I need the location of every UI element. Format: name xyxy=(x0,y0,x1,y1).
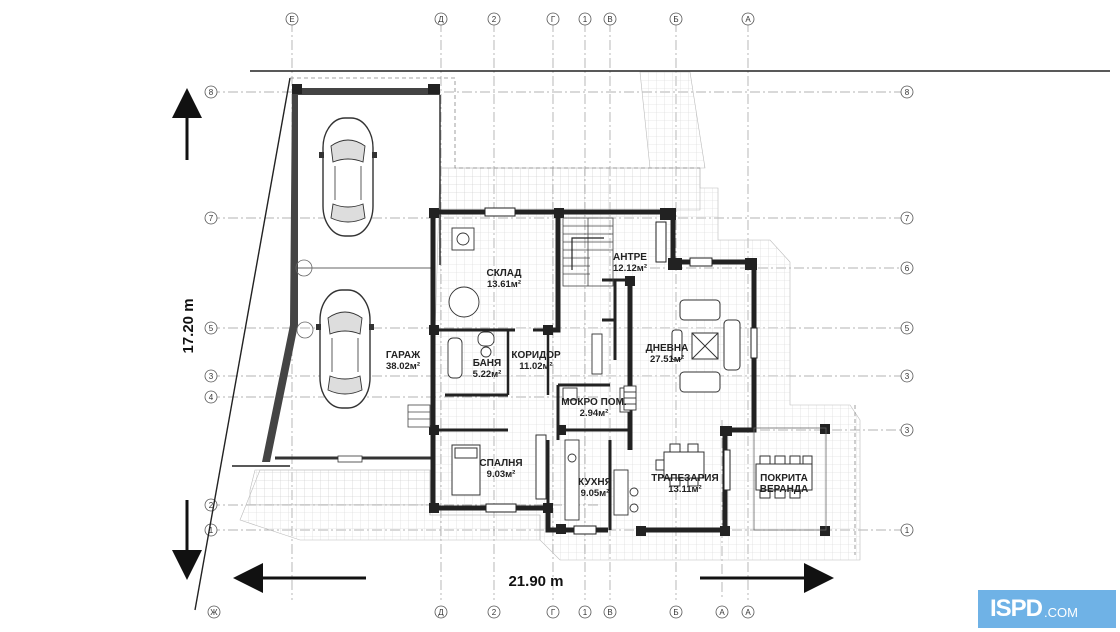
veranda-frame xyxy=(753,427,827,531)
room-area-bedroom: 9.03м² xyxy=(487,469,516,480)
coffee-table-icon xyxy=(691,332,719,360)
car-icon xyxy=(316,289,374,409)
axis-label-left-5: 4 xyxy=(209,393,214,402)
room-name-storage: СКЛАД xyxy=(486,268,521,279)
axis-label-right-5: 3 xyxy=(905,372,910,381)
kitchen-counter xyxy=(564,439,639,521)
room-name-bedroom: СПАЛНЯ xyxy=(479,458,522,469)
axis-markers-bottom xyxy=(207,605,755,619)
room-name-living: ДНЕВНА xyxy=(646,343,689,354)
axis-label-bottom-5: В xyxy=(607,608,612,617)
room-name-bath: БАНЯ xyxy=(473,358,501,369)
room-labels: ГАРАЖ 38.02м² СКЛАД 13.61м² АНТРЕ 12.12м… xyxy=(386,252,808,499)
veranda-table-icon xyxy=(755,455,813,499)
axis-label-top-2: Д xyxy=(438,15,444,24)
axis-label-bottom-3: Г xyxy=(551,608,556,617)
axis-label-bottom-4: 1 xyxy=(583,608,588,617)
room-name-corridor: КОРИДОР xyxy=(511,350,561,361)
fireplace-icon xyxy=(623,385,637,411)
plot-boundary xyxy=(194,70,1110,611)
room-name-veranda-line1: ПОКРИТА xyxy=(760,473,808,484)
axis-label-top-5: 1 xyxy=(583,15,588,24)
room-area-kitchen: 9.05м² xyxy=(581,488,610,499)
bed-icon xyxy=(451,434,547,500)
room-area-dining: 13.11м² xyxy=(668,484,701,495)
car-icon xyxy=(319,117,377,237)
logo-domain: .COM xyxy=(1044,604,1078,620)
axis-labels-top: Е Д 2 Г 1 В Б А xyxy=(289,15,751,24)
axis-label-top-6: В xyxy=(607,15,612,24)
axis-label-bottom-8: А xyxy=(745,608,751,617)
axis-markers-left xyxy=(204,85,218,537)
sofa-icon xyxy=(671,299,741,393)
axis-label-right-2: 7 xyxy=(905,214,910,223)
axis-label-left-6: 2 xyxy=(209,501,214,510)
axis-labels-left: 8 7 5 3 4 2 1 xyxy=(209,88,214,535)
room-area-utility: 2.94м² xyxy=(580,408,609,419)
plot-boundary-dashed xyxy=(290,77,856,555)
room-area-garage: 38.02м² xyxy=(386,361,420,372)
dining-table-icon xyxy=(655,443,705,487)
bath-fixtures xyxy=(447,331,495,379)
room-name-utility: МОКРО ПОМ. xyxy=(561,397,627,408)
axis-markers-top xyxy=(285,12,755,26)
axis-labels-right: 8 7 6 5 3 3 1 xyxy=(905,88,910,535)
axis-label-right-3: 6 xyxy=(905,264,910,273)
axis-label-bottom-1: Д xyxy=(438,608,444,617)
axis-label-left-3: 5 xyxy=(209,324,214,333)
axis-label-top-4: Г xyxy=(551,15,556,24)
garage-steps xyxy=(407,404,431,428)
axis-labels-bottom: Д 2 Г 1 В Б А А Ж xyxy=(210,608,751,617)
axis-label-bottom-2: 2 xyxy=(492,608,497,617)
axis-label-left-2: 7 xyxy=(209,214,214,223)
axis-label-corner: Ж xyxy=(210,608,218,617)
axis-label-bottom-6: Б xyxy=(673,608,678,617)
axis-label-top-3: 2 xyxy=(492,15,497,24)
wall-columns xyxy=(429,208,830,536)
axis-label-left-1: 8 xyxy=(209,88,214,97)
room-name-entry: АНТРЕ xyxy=(613,252,647,263)
room-area-entry: 12.12м² xyxy=(613,263,647,274)
axis-markers-right xyxy=(900,85,914,537)
room-name-garage: ГАРАЖ xyxy=(386,350,421,361)
axis-label-right-7: 1 xyxy=(905,526,910,535)
room-area-corridor: 11.02м² xyxy=(519,361,552,372)
axis-label-right-6: 3 xyxy=(905,426,910,435)
room-name-kitchen: КУХНЯ xyxy=(578,477,612,488)
axis-label-top-8: А xyxy=(745,15,751,24)
axis-label-left-7: 1 xyxy=(209,526,214,535)
dimension-arrows xyxy=(172,88,834,593)
staircase xyxy=(562,217,614,287)
room-area-living: 27.51м² xyxy=(650,354,684,365)
axis-label-top-1: Е xyxy=(289,15,294,24)
garage-structure xyxy=(262,84,441,463)
dimension-height: 17.20 m xyxy=(180,298,197,353)
room-area-storage: 13.61м² xyxy=(487,279,521,290)
axis-label-left-4: 3 xyxy=(209,372,214,381)
ispd-logo: ISPD .COM xyxy=(978,590,1116,628)
logo-mark: ISPD xyxy=(990,595,1043,622)
axis-label-right-1: 8 xyxy=(905,88,910,97)
axis-label-bottom-7: А xyxy=(719,608,725,617)
axis-label-top-7: Б xyxy=(673,15,678,24)
storage-fixtures xyxy=(448,227,480,318)
room-name-veranda-line2: ВЕРАНДА xyxy=(760,484,808,495)
dimension-width: 21.90 m xyxy=(508,573,563,590)
room-area-bath: 5.22м² xyxy=(473,369,502,380)
room-name-dining: ТРАПЕЗАРИЯ xyxy=(651,473,718,484)
windows xyxy=(484,207,758,535)
axis-label-right-4: 5 xyxy=(905,324,910,333)
